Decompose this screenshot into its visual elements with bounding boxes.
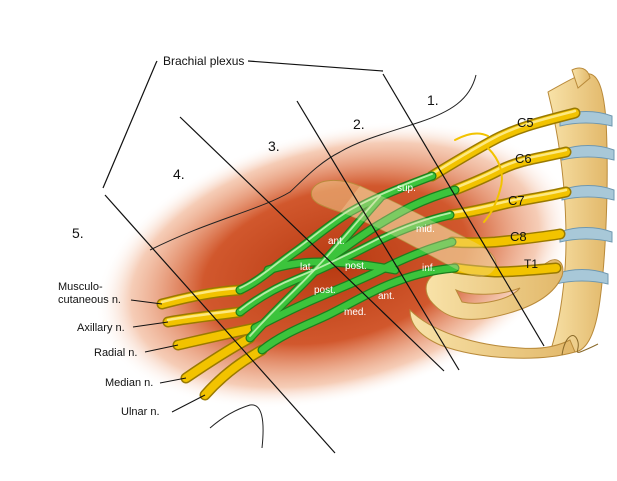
nerve-label-musculocutaneous-line1: Musculo- xyxy=(58,281,103,293)
clavicle-overlay xyxy=(340,186,496,277)
scapula-fragment xyxy=(409,308,576,359)
nerve-label-musculocutaneous-line2: cutaneous n. xyxy=(58,294,121,306)
root-label-c7: C7 xyxy=(508,193,525,208)
root-label-t1: T1 xyxy=(524,257,538,271)
brachial-plexus-bracket xyxy=(102,60,384,189)
division-label-anterior-lower: ant. xyxy=(378,291,395,302)
trunk-label-inferior: inf. xyxy=(422,263,435,274)
bracket-title: Brachial plexus xyxy=(163,54,244,68)
plexus-trunks-cords xyxy=(235,171,460,355)
section-label-5: 5. xyxy=(72,225,84,241)
nerve-roots xyxy=(156,107,581,401)
vertebral-column xyxy=(547,67,615,353)
root-label-c8: C8 xyxy=(510,229,527,244)
section-label-2: 2. xyxy=(353,116,365,132)
section-label-4: 4. xyxy=(173,166,185,182)
nerve-label-ulnar: Ulnar n. xyxy=(121,406,160,418)
trunk-label-middle: mid. xyxy=(416,224,435,235)
nerve-label-radial: Radial n. xyxy=(94,347,137,359)
section-label-1: 1. xyxy=(427,92,439,108)
cord-label-medial: med. xyxy=(344,307,366,318)
artist-signature xyxy=(561,335,599,356)
root-label-c5: C5 xyxy=(517,115,534,130)
section-lines xyxy=(104,73,545,454)
root-label-c6: C6 xyxy=(515,151,532,166)
nerve-label-axillary: Axillary n. xyxy=(77,322,125,334)
division-label-posterior-lower: post. xyxy=(314,285,336,296)
division-label-posterior-upper: post. xyxy=(345,261,367,272)
division-label-anterior-upper: ant. xyxy=(328,236,345,247)
trunk-label-superior: sup. xyxy=(397,183,416,194)
nerve-leaders xyxy=(130,299,206,413)
body-contour xyxy=(149,74,477,449)
nerve-label-median: Median n. xyxy=(105,377,153,389)
cord-label-lateral: lat. xyxy=(300,262,313,273)
section-label-3: 3. xyxy=(268,138,280,154)
